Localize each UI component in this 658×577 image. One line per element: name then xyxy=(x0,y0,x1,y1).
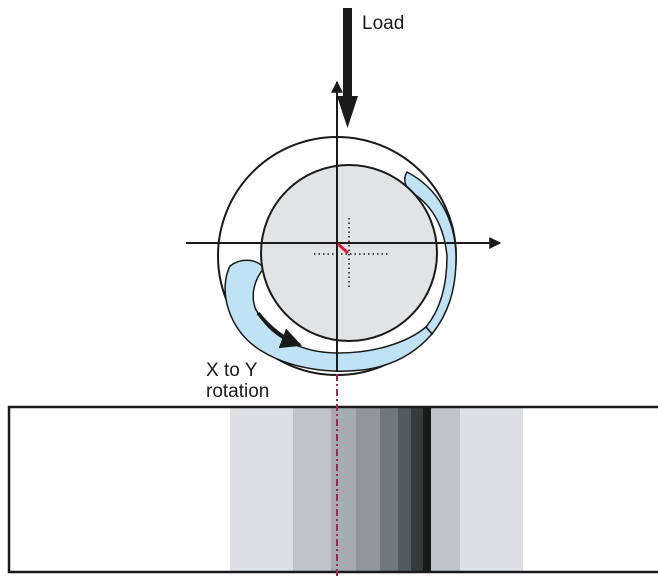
load-label: Load xyxy=(362,13,404,34)
strip-border xyxy=(7,405,658,574)
eccentricity-marker xyxy=(336,242,350,255)
rotation-arrow xyxy=(256,311,302,349)
rotation-label-line2: rotation xyxy=(206,381,269,402)
load-arrow xyxy=(337,8,358,128)
pressure-band xyxy=(356,407,380,572)
pressure-strip xyxy=(7,405,658,574)
pressure-band xyxy=(411,407,423,572)
pressure-band xyxy=(380,407,398,572)
pressure-band xyxy=(230,407,293,572)
journal-circle xyxy=(260,164,438,342)
pressure-band xyxy=(431,407,460,572)
lubricant-film-bottom xyxy=(224,259,433,372)
pressure-bands xyxy=(230,407,523,572)
pressure-band xyxy=(460,407,523,572)
pressure-band xyxy=(398,407,411,572)
rotation-label-line1: X to Y xyxy=(206,360,258,381)
pressure-band xyxy=(423,407,431,572)
pressure-band xyxy=(331,407,356,572)
pressure-band xyxy=(293,407,331,572)
